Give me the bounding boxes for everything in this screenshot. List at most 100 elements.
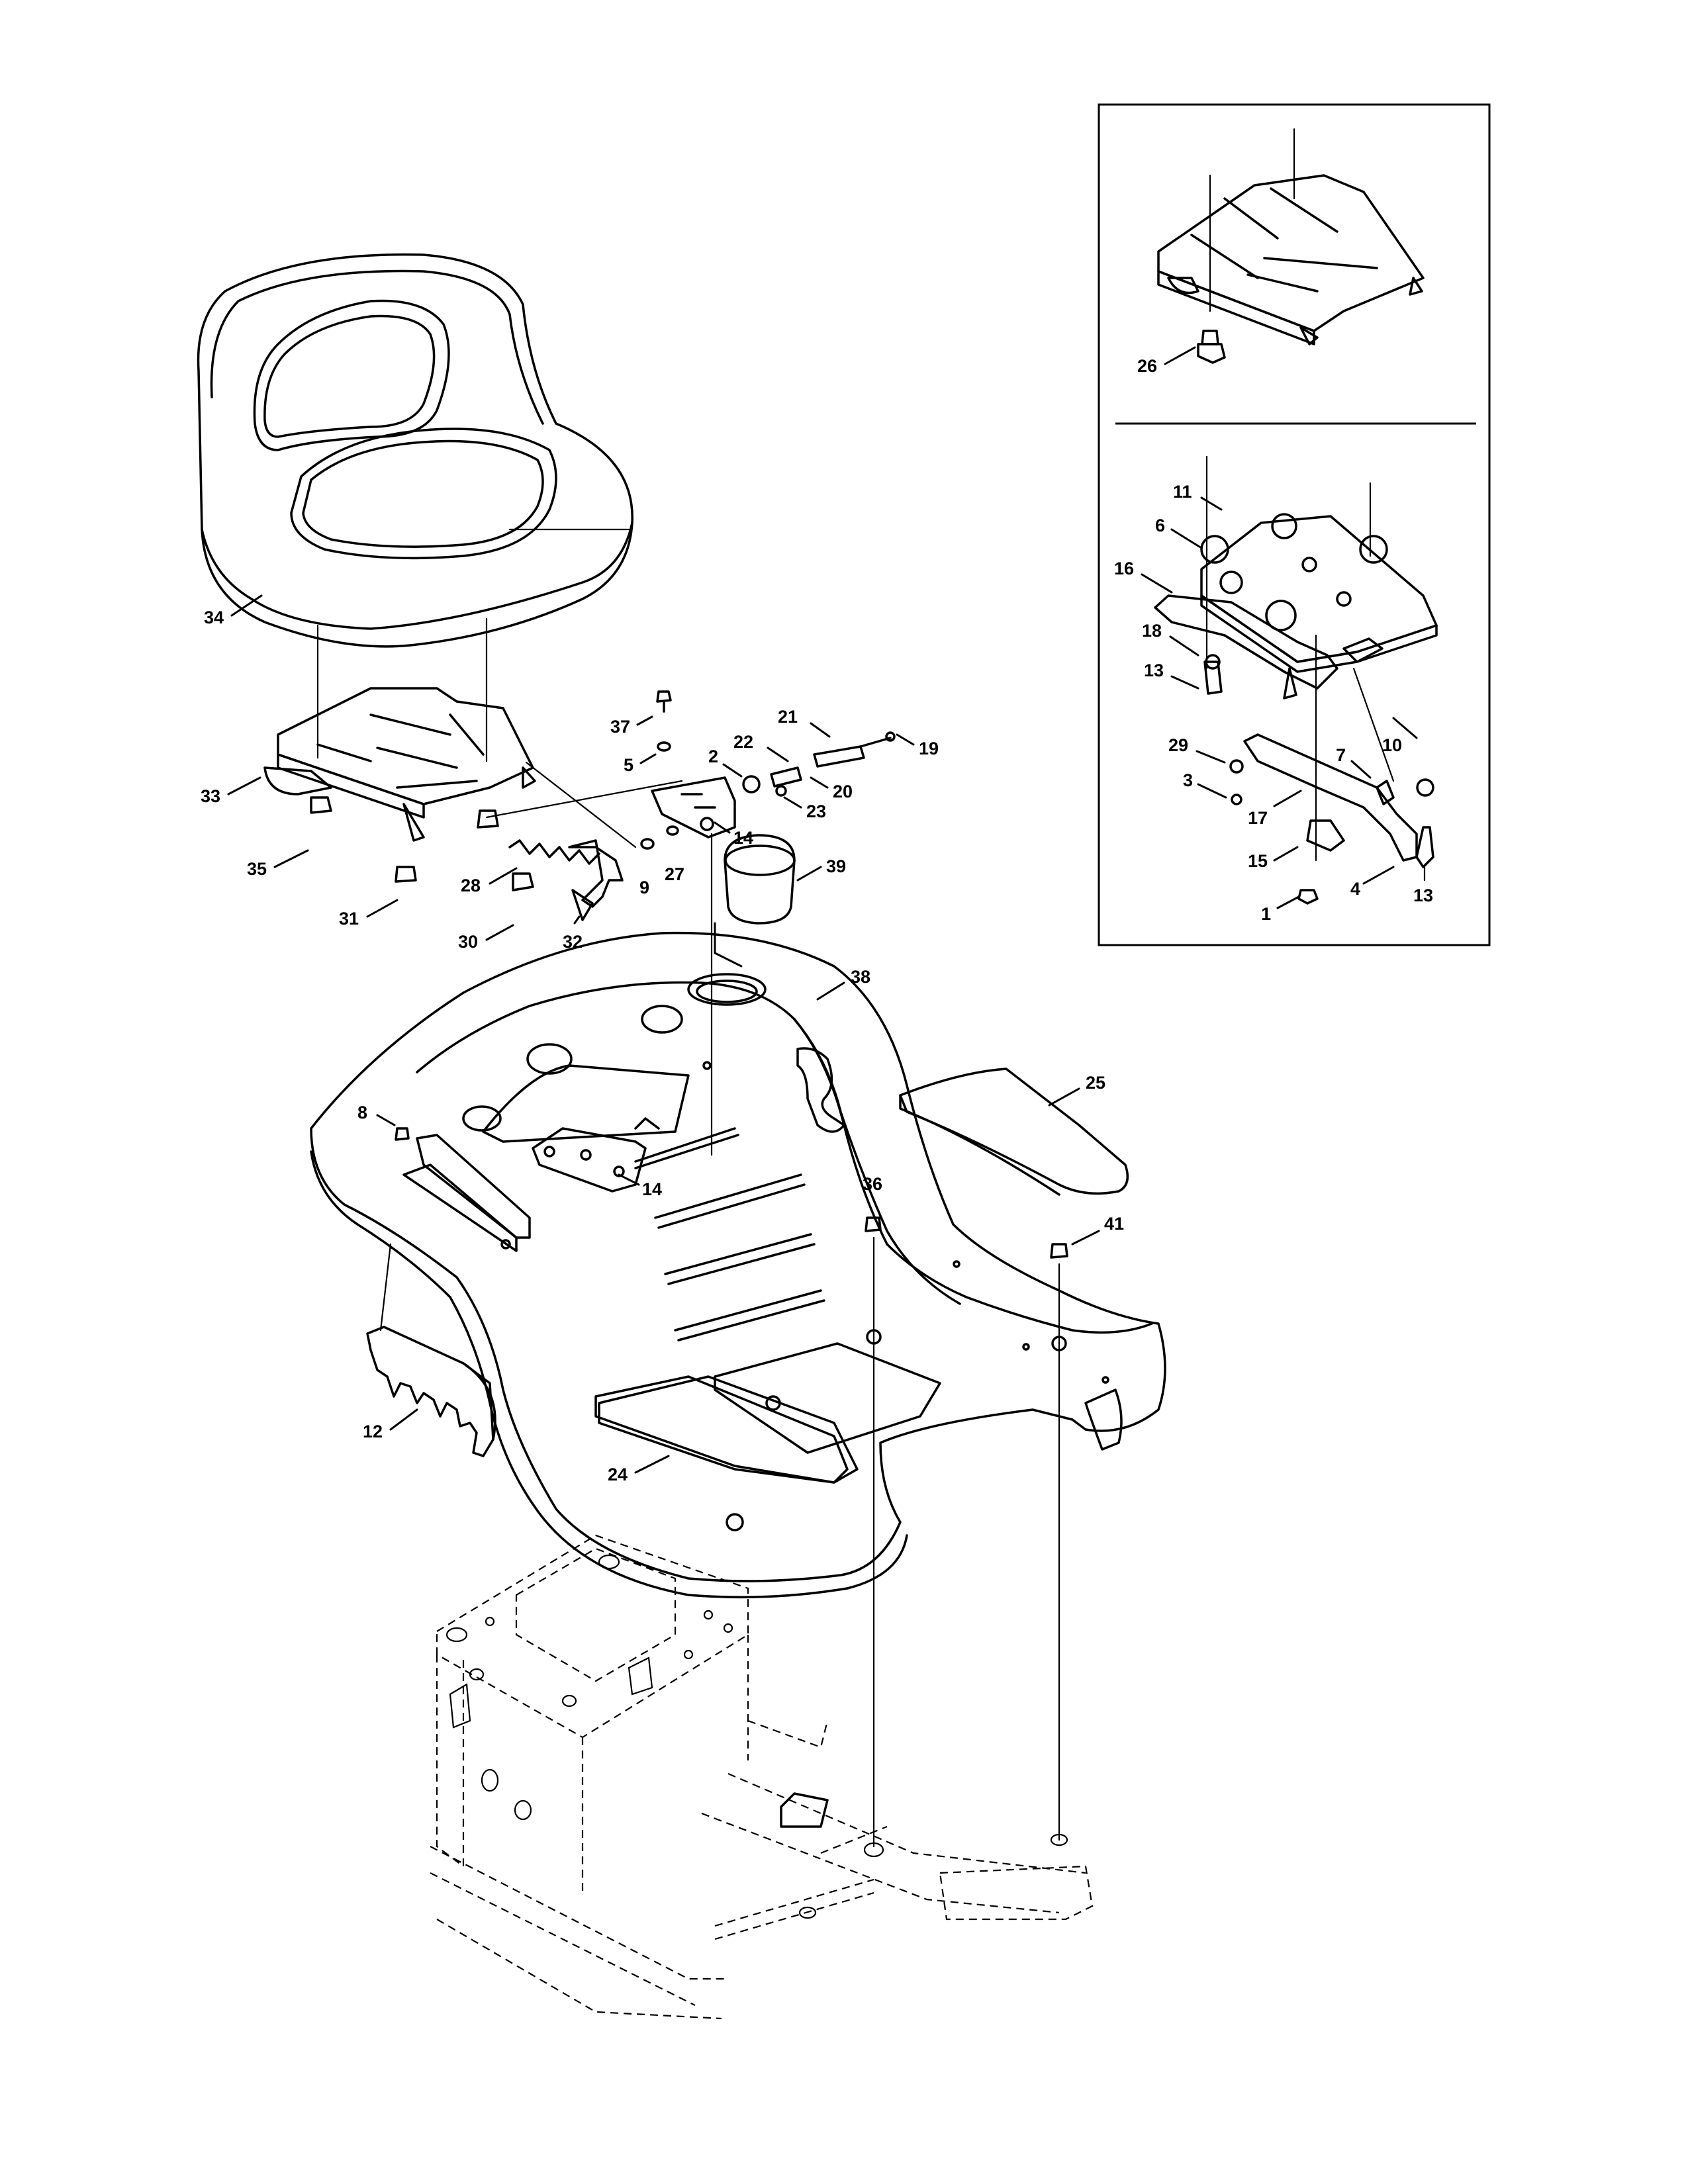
- leader-line-32: [573, 915, 581, 925]
- callout-21: 21: [778, 707, 798, 727]
- callout-32: 32: [563, 932, 583, 952]
- callout-13-upper: 13: [1144, 660, 1164, 680]
- cup-holder: [724, 834, 796, 925]
- leader-line-16: [1141, 573, 1173, 594]
- inset-seat-slide-assembly: [1154, 455, 1438, 905]
- callout-11: 11: [1173, 482, 1192, 502]
- callout-29: 29: [1168, 735, 1188, 755]
- seat-pan: [263, 687, 536, 883]
- callout-34: 34: [204, 608, 224, 627]
- washer-9: [640, 838, 655, 850]
- leader-line-38: [816, 981, 845, 1001]
- leader-line-24: [634, 1455, 670, 1474]
- leader-line-14a: [714, 821, 731, 834]
- callout-27: 27: [665, 864, 684, 884]
- callout-1: 1: [1261, 904, 1271, 924]
- leader-line-19: [896, 733, 915, 746]
- inset-seat-plate-top: [1157, 128, 1425, 364]
- leader-line-8: [376, 1114, 396, 1126]
- callout-17: 17: [1248, 808, 1268, 828]
- leader-line-39: [796, 866, 822, 882]
- callout-19: 19: [919, 739, 939, 758]
- leader-line-20: [810, 776, 829, 789]
- bracket-upper: [651, 776, 736, 1156]
- callout-6: 6: [1155, 516, 1165, 535]
- leader-line-34: [230, 594, 263, 617]
- callout-9: 9: [639, 878, 649, 897]
- leader-line-3: [1197, 783, 1227, 799]
- leader-line-26: [1164, 346, 1196, 365]
- callout-16: 16: [1114, 559, 1134, 578]
- callout-23: 23: [806, 801, 826, 821]
- callout-41: 41: [1104, 1214, 1124, 1234]
- fender-deck: [310, 931, 1166, 1599]
- foot-pad: [899, 1068, 1129, 1196]
- leader-line-10: [1392, 717, 1418, 739]
- callout-20: 20: [833, 782, 853, 801]
- callout-30: 30: [458, 932, 478, 952]
- leader-line-1: [1276, 895, 1300, 909]
- leader-line-6: [1170, 528, 1203, 549]
- leader-line-39c: [714, 952, 743, 968]
- leader-line-18: [1169, 635, 1199, 657]
- callout-2: 2: [708, 747, 718, 766]
- leader-line-33: [227, 776, 261, 796]
- leader-line-31: [366, 899, 399, 918]
- callout-15: 15: [1248, 851, 1268, 871]
- bracket-leader-b: [485, 780, 683, 819]
- bracket-leader-a: [525, 761, 637, 848]
- callout-39: 39: [826, 856, 846, 876]
- callout-10: 10: [1382, 735, 1402, 755]
- bolt-37: [656, 690, 672, 752]
- leader-line-35: [273, 849, 309, 868]
- screw-8: [395, 1127, 410, 1141]
- callout-28: 28: [461, 876, 481, 895]
- callout-38: 38: [851, 967, 870, 987]
- leader-line-17: [1273, 790, 1302, 807]
- washer-27: [666, 825, 679, 836]
- leader-line-5: [639, 753, 657, 764]
- bolt-41: [1050, 1243, 1068, 1259]
- height-plate: [366, 1326, 496, 1457]
- leader-line-14b: [618, 1173, 640, 1186]
- leader-line-41: [1071, 1230, 1100, 1246]
- leader-line-2: [722, 763, 743, 778]
- leader-line-12: [389, 1408, 418, 1431]
- callout-36: 36: [863, 1174, 882, 1194]
- callout-8: 8: [357, 1103, 367, 1122]
- leader-line-15: [1273, 846, 1299, 862]
- callout-18: 18: [1142, 621, 1162, 641]
- bolt-36: [865, 1216, 882, 1232]
- pin-assembly: [742, 731, 896, 797]
- leader-line-28: [489, 867, 518, 885]
- leader-line-13a: [1170, 675, 1199, 690]
- leader-line-7: [1350, 760, 1372, 779]
- tractor-frame: [430, 1534, 1094, 2020]
- leader-line-25: [1048, 1087, 1080, 1107]
- leader-line-37: [636, 715, 653, 726]
- callout-26: 26: [1137, 356, 1157, 376]
- callout-4: 4: [1350, 879, 1360, 899]
- leader-line-30: [485, 924, 514, 941]
- foot-pad-left: [598, 1375, 859, 1484]
- leader-line-21: [810, 722, 831, 738]
- seat: [197, 253, 633, 648]
- callout-14-upper: 14: [733, 828, 753, 848]
- leader-12: [379, 1243, 392, 1332]
- leader-line-11: [1200, 496, 1223, 511]
- callout-12: 12: [363, 1422, 383, 1441]
- callout-7: 7: [1336, 745, 1346, 765]
- callout-31: 31: [339, 909, 359, 929]
- callout-25: 25: [1086, 1073, 1105, 1093]
- callout-3: 3: [1183, 770, 1193, 790]
- callout-14-lower: 14: [642, 1179, 662, 1199]
- callout-24: 24: [608, 1465, 628, 1484]
- callout-33: 33: [201, 786, 220, 806]
- inset-panel: [1098, 103, 1491, 946]
- bracket-lower: [532, 1127, 647, 1193]
- leader-line-29: [1196, 750, 1226, 764]
- leader-line-4: [1362, 866, 1395, 885]
- callout-5: 5: [624, 755, 633, 775]
- leader-line-22: [767, 747, 789, 762]
